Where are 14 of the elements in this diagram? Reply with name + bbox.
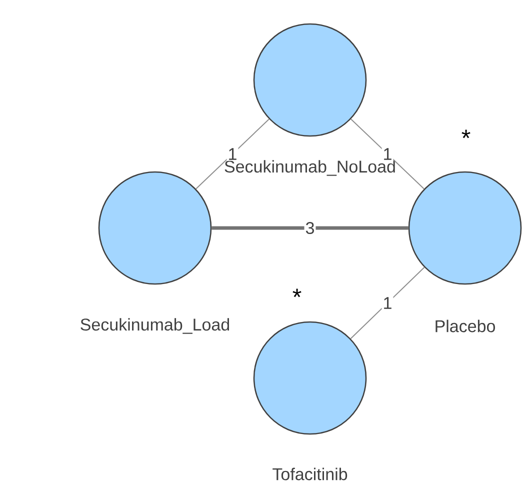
asterisk-mark: * <box>462 130 470 138</box>
asterisk-mark: * <box>292 288 302 298</box>
edge-label: 1 <box>226 147 238 161</box>
edge-label: 1 <box>382 296 394 310</box>
connector-line <box>212 226 408 230</box>
edge-label: 3 <box>304 220 316 236</box>
connector-line <box>195 118 270 190</box>
node-label: Placebo <box>436 320 495 332</box>
node-label: Secukinumab_Load <box>80 318 230 334</box>
node-label: Tofacitinib <box>272 468 348 480</box>
connector-line <box>350 266 425 340</box>
edge-label: 1 <box>382 147 394 161</box>
connector-line <box>350 118 425 190</box>
node-label: Secukinumab_NoLoad <box>224 160 395 176</box>
